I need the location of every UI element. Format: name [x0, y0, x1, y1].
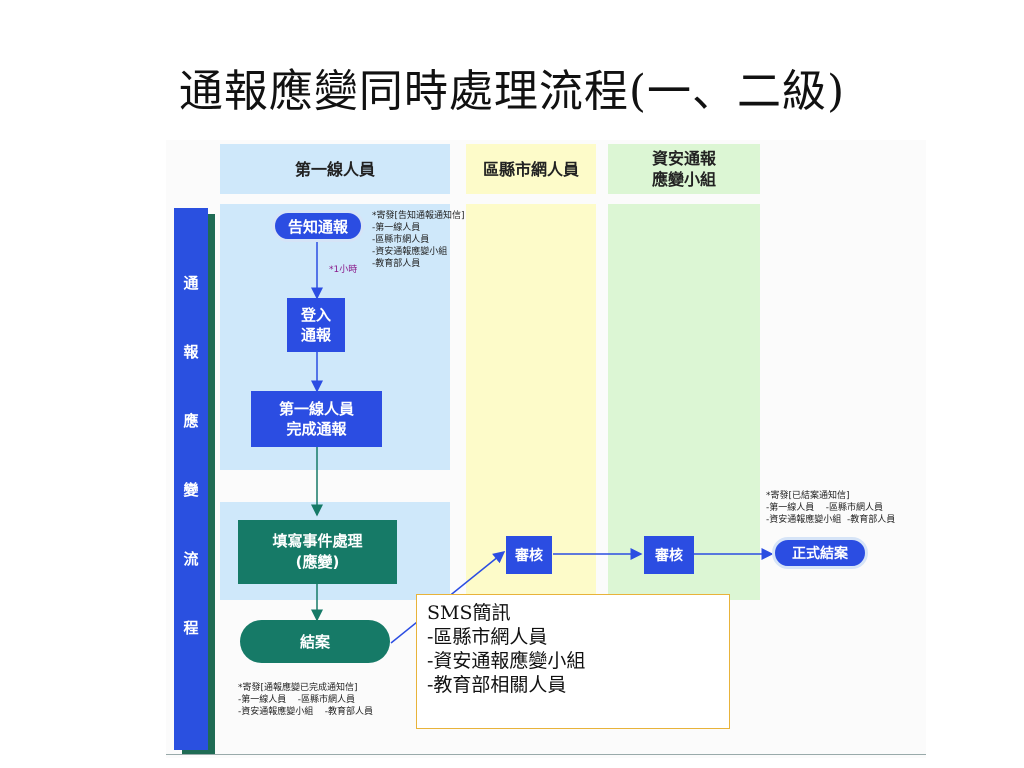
side-bar-char: 報 — [183, 343, 199, 361]
side-bar-char: 應 — [183, 412, 199, 430]
node-formal-close: 正式結案 — [772, 537, 868, 569]
lane-header-security-team: 資安通報 應變小組 — [608, 144, 760, 194]
lane-header-security-team-label: 資安通報 應變小組 — [651, 149, 716, 189]
lane-header-district: 區縣市網人員 — [466, 144, 596, 194]
node-review-security: 審核 — [644, 536, 694, 574]
node-notify: 告知通報 — [272, 210, 364, 242]
node-close-label: 結案 — [299, 633, 330, 651]
note-formal-mail: *寄發[已結案通知信] -第一線人員 -區縣市網人員 -資安通報應變小組 -教育… — [766, 491, 896, 525]
note-close-mail: *寄發[通報應變已完成通知信] -第一線人員 -區縣市網人員 -資安通報應變小組… — [238, 683, 373, 717]
lane-header-first-line: 第一線人員 — [220, 144, 450, 194]
note-one-hour: *1小時 — [329, 265, 358, 275]
node-fill: 填寫事件處理 (應變) — [238, 520, 397, 584]
node-notify-label: 告知通報 — [287, 217, 348, 236]
lane-security-team — [608, 204, 760, 600]
node-complete: 第一線人員 完成通報 — [251, 391, 382, 447]
node-review-security-label: 審核 — [655, 548, 683, 564]
side-bar-char: 流 — [183, 550, 199, 568]
node-complete-label: 第一線人員 完成通報 — [278, 400, 354, 438]
flow-diagram: 第一線人員 區縣市網人員 資安通報 應變小組 通 報 應 變 流 程 — [166, 140, 926, 758]
node-login: 登入 通報 — [287, 298, 345, 352]
node-fill-label: 填寫事件處理 (應變) — [272, 532, 363, 571]
diagram-bottom-edge — [166, 754, 926, 755]
node-review-district: 審核 — [506, 536, 552, 574]
side-bar-char: 通 — [183, 274, 199, 292]
side-bar-char: 程 — [183, 619, 199, 637]
node-review-district-label: 審核 — [515, 548, 543, 564]
node-close: 結案 — [240, 620, 390, 663]
side-bar: 通 報 應 變 流 程 — [174, 208, 208, 750]
slide-title: 通報應變同時處理流程(一、二級) — [178, 66, 846, 117]
note-notify-mail: *寄發[告知通報通知信] -第一線人員 -區縣市網人員 -資安通報應變小組 -教… — [372, 211, 465, 269]
node-login-label: 登入 通報 — [300, 306, 331, 344]
node-formal-close-label: 正式結案 — [792, 546, 848, 562]
sms-note-box: SMS簡訊 -區縣市網人員 -資安通報應變小組 -教育部相關人員 — [416, 594, 730, 729]
side-bar-char: 變 — [183, 481, 199, 499]
